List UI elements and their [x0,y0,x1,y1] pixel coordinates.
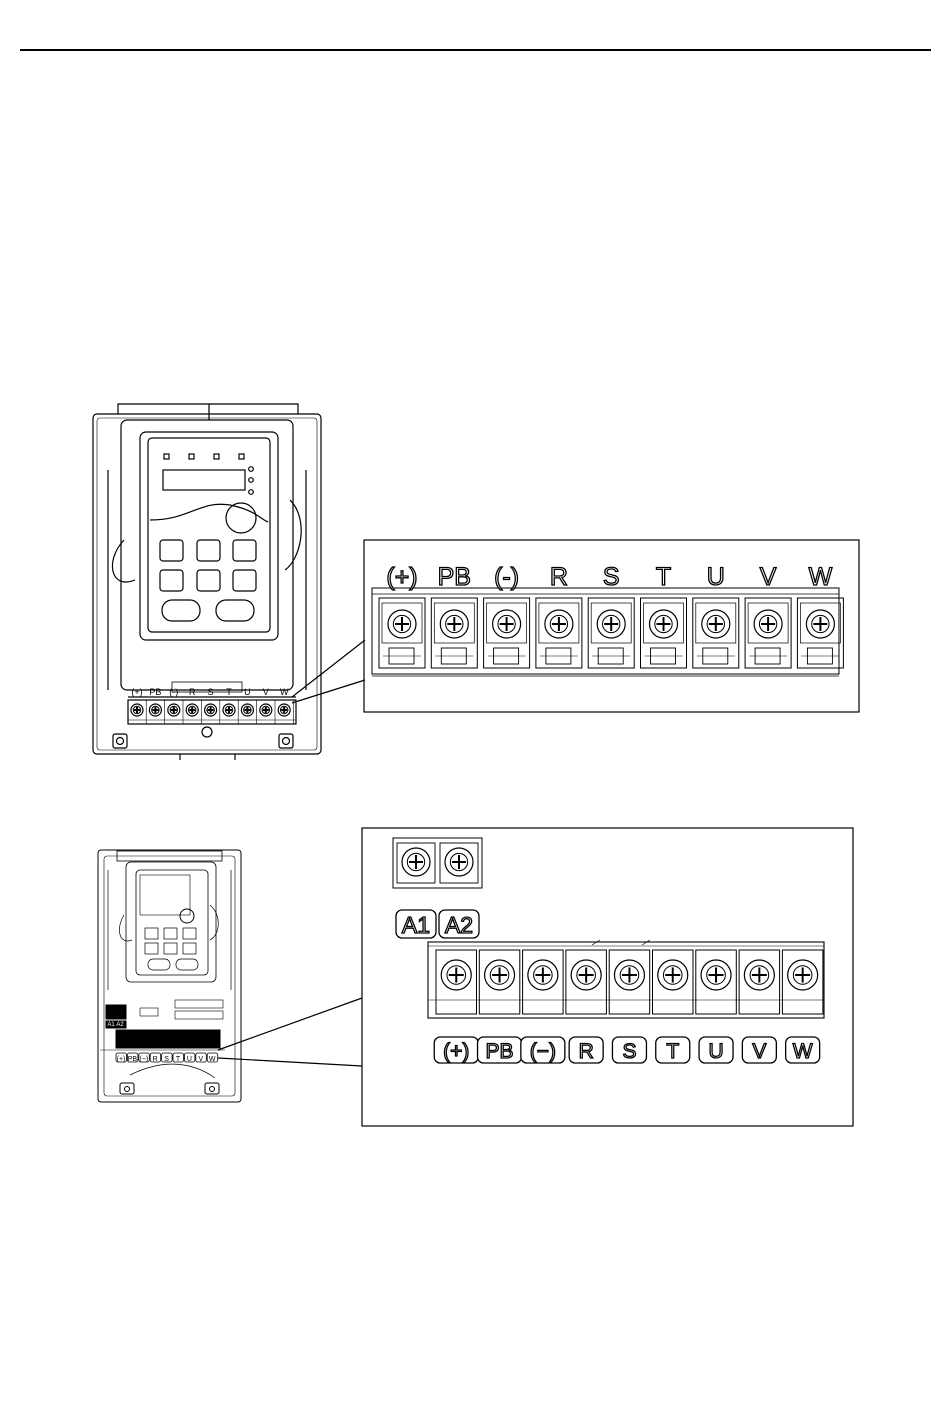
detail-screw-u [701,960,731,990]
detail-screw-w [788,960,818,990]
detail-label-w: W [809,563,833,591]
small-terminal-labels-1: (+) PB (-) R S T U V W [131,687,289,697]
small-screw-minus [168,704,180,716]
detail-screw-minus [493,610,521,638]
small-label-s: S [208,687,214,697]
small-label-w: W [209,1056,216,1063]
detail-screw-s [597,610,625,638]
detail-label-s: S [622,1040,636,1063]
detail-screw-u [702,610,730,638]
detail-label-minus: (-) [494,563,519,591]
small-screw-t [223,704,235,716]
small-screw-pb [149,704,161,716]
small-label-u: U [187,1056,192,1063]
detail-screw-t [658,960,688,990]
detail-label-plus: (+) [443,1040,469,1063]
small-screw-s [205,704,217,716]
detail-screw-plus [388,610,416,638]
detail-screw-v [744,960,774,990]
small-aux-label-a2: A2 [116,1022,124,1028]
small-label-t: T [226,687,232,697]
small-label-v: V [263,687,269,697]
small-label-plus: (+) [131,687,142,697]
detail-screw-r [571,960,601,990]
aux-label-a1: A1 [402,912,430,938]
drive-front-view-2 [98,850,241,1102]
detail-screw-plus [441,960,471,990]
small-terminal-screws-1 [131,700,293,724]
small-label-u: U [244,687,251,697]
callout-lines-1 [292,640,365,703]
detail-screw-s [614,960,644,990]
detail-label-pb: PB [486,1040,514,1063]
detail-label-r: R [579,1040,594,1063]
detail-terminals-1 [379,598,843,668]
detail-screw-t [650,610,678,638]
detail-label-w: W [793,1040,813,1063]
small-label-plus: (+) [117,1056,126,1063]
detail-label-t: T [666,1040,679,1063]
detail-screw-minus [528,960,558,990]
small-label-r: R [153,1056,158,1063]
detail-terminal-labels-1: (+) PB (-) R S T U V W [386,563,832,591]
detail-screw-r [545,610,573,638]
aux-screw-a2 [445,848,473,876]
detail-label-pb: PB [438,563,471,591]
small-label-w: W [280,687,289,697]
detail-screw-pb [485,960,515,990]
detail-label-s: S [603,563,620,591]
detail-label-u: U [707,563,725,591]
small-label-pb: PB [149,687,161,697]
detail-screw-w [806,610,834,638]
aux-label-a2: A2 [445,912,473,938]
detail-label-r: R [550,563,568,591]
callout-lines-2 [218,998,362,1066]
small-screw-v [260,704,272,716]
small-screw-plus [131,704,143,716]
small-screw-w [278,704,290,716]
detail-label-minus: (−) [530,1040,556,1063]
small-screw-u [241,704,253,716]
detail-terminal-labels-2: (+) PB (−) R S T U V W [434,1037,819,1063]
aux-terminals-2 [402,848,473,876]
detail-label-t: T [656,563,671,591]
small-label-v: V [198,1056,203,1063]
small-screw-r [186,704,198,716]
aux-terminal-labels-2: A1 A2 [396,910,479,938]
small-aux-label-a1: A1 [107,1022,115,1028]
detail-label-plus: (+) [386,563,417,591]
small-label-minus: (-) [169,687,178,697]
detail-label-v: V [752,1040,766,1063]
detail-label-u: U [708,1040,723,1063]
small-label-r: R [189,687,196,697]
detail-screw-pb [440,610,468,638]
detail-label-v: V [760,563,777,591]
detail-screw-v [754,610,782,638]
detail-terminals-2 [436,950,823,1014]
small-label-t: T [176,1056,181,1063]
small-label-pb: PB [128,1056,138,1063]
aux-screw-a1 [402,848,430,876]
small-label-s: S [164,1056,169,1063]
small-label-minus: (−) [139,1056,148,1063]
drive-front-view-1 [93,404,321,760]
